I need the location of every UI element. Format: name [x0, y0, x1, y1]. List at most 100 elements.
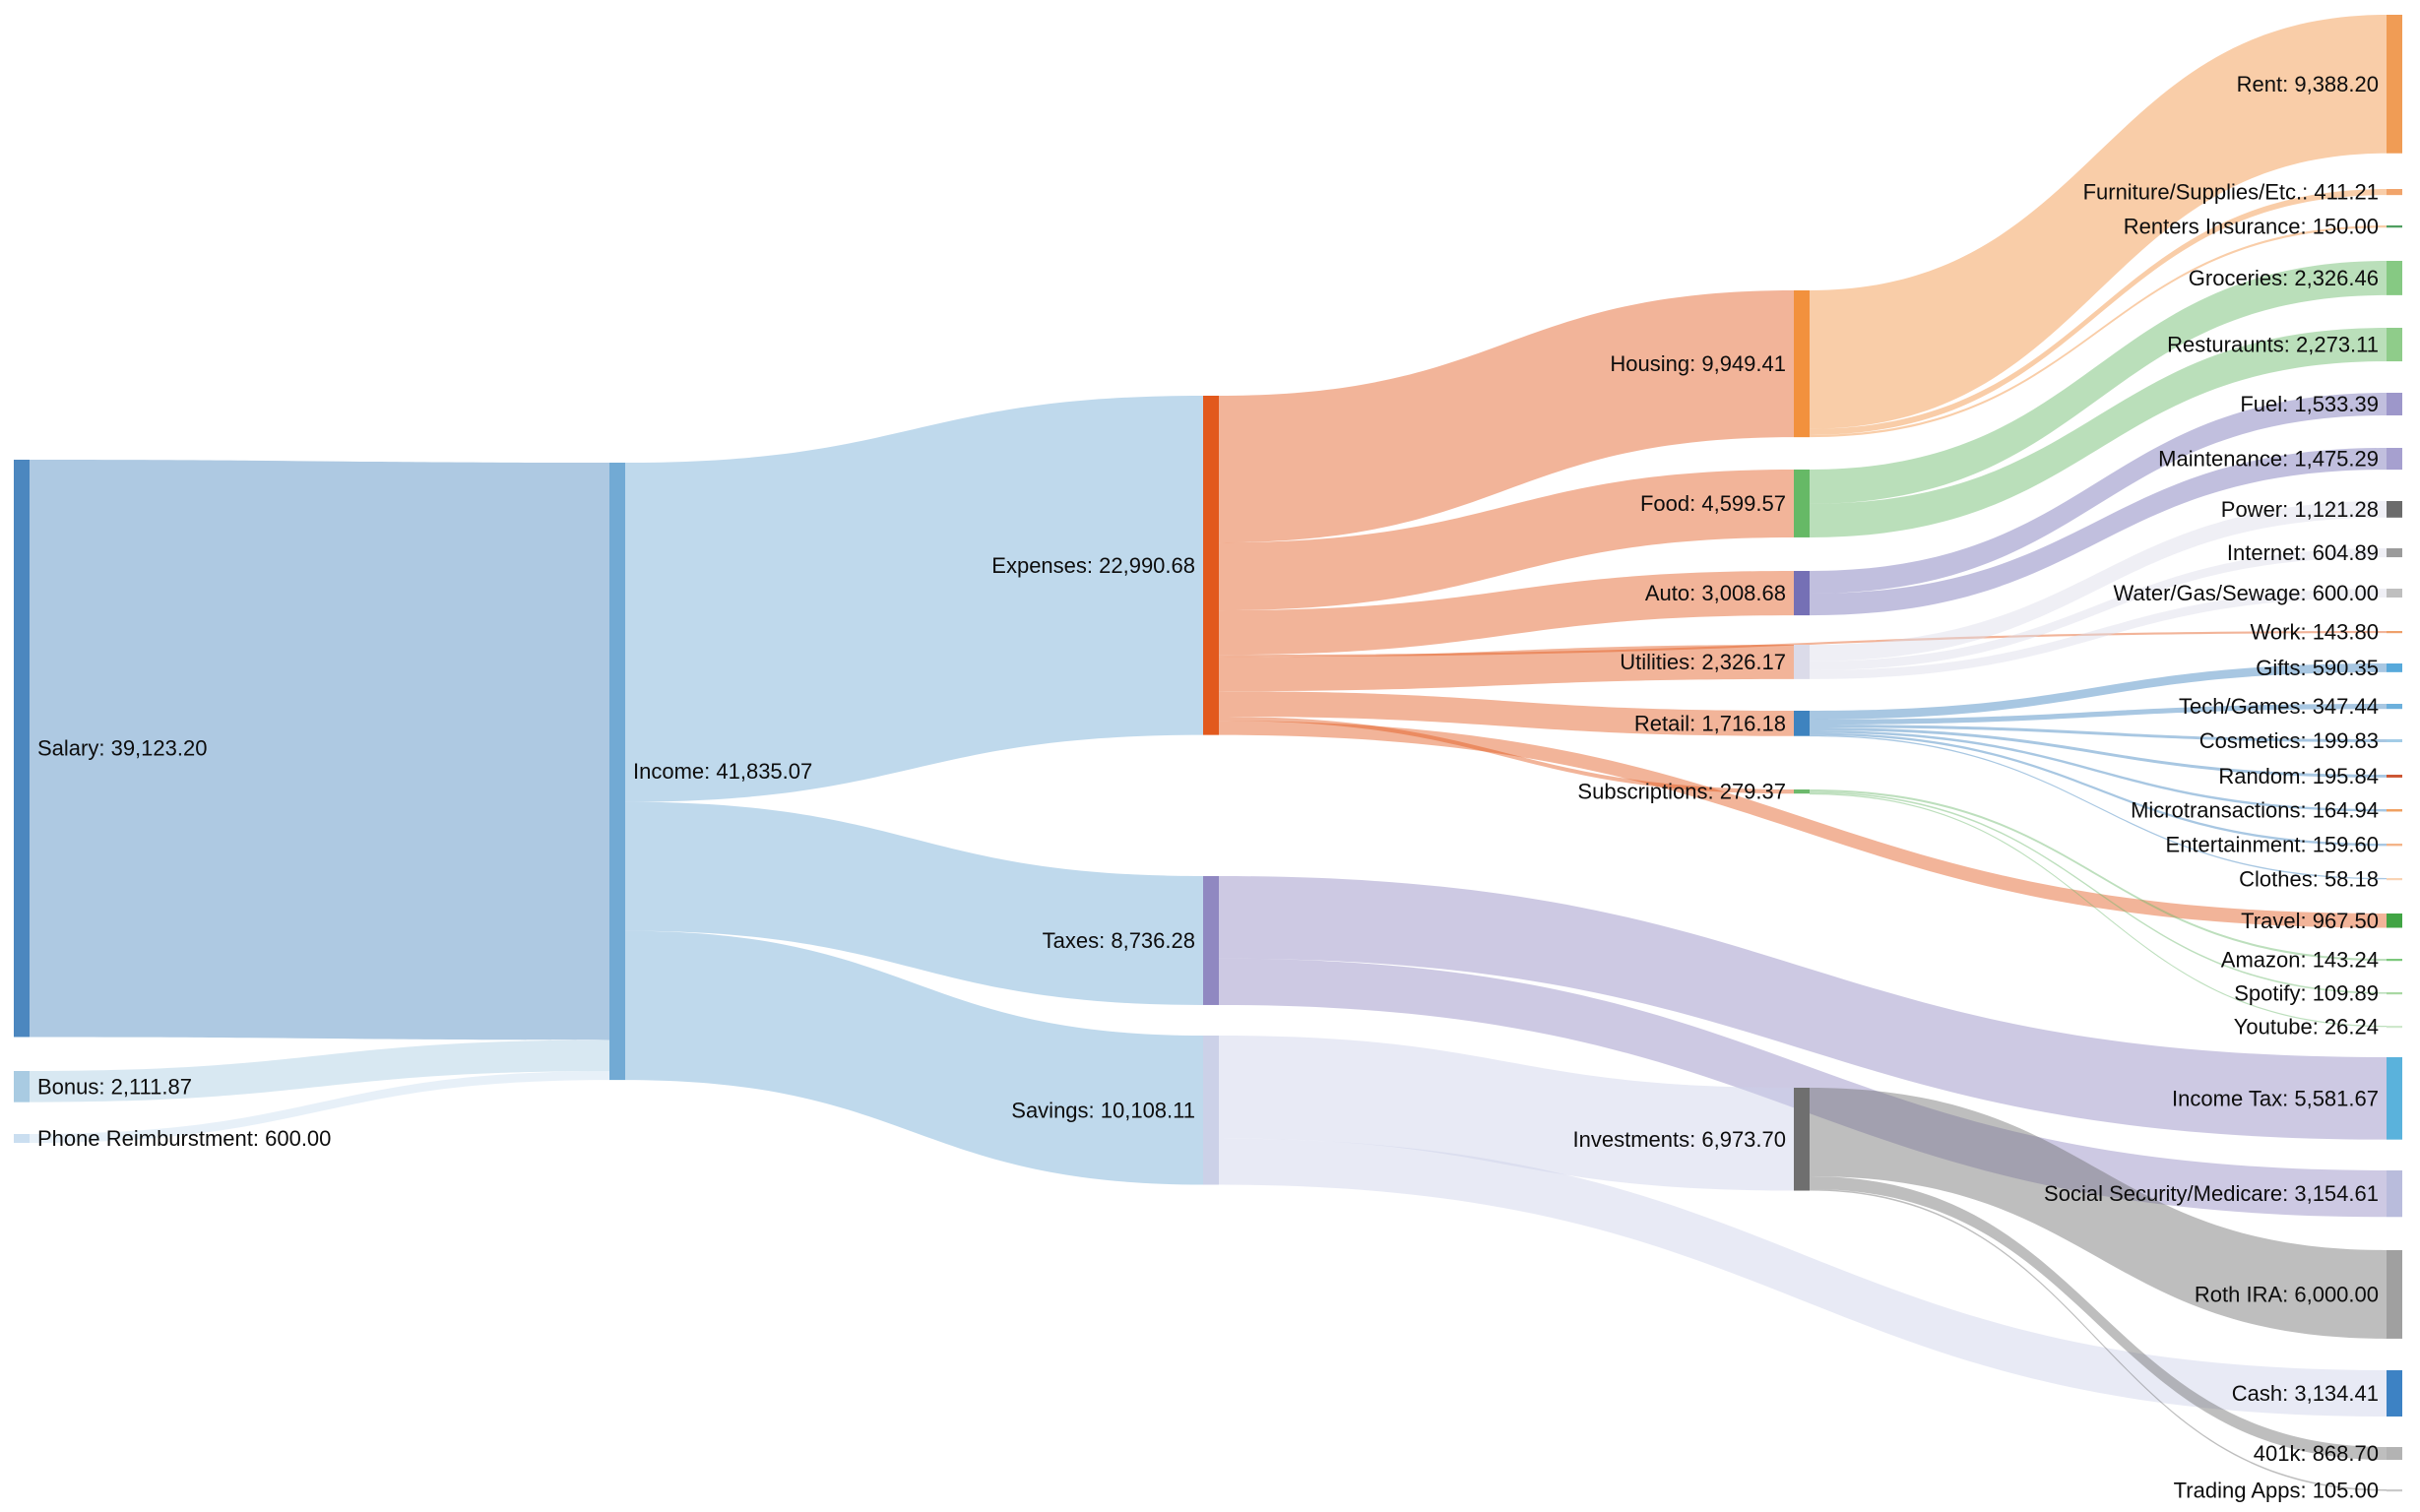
node-entertainment[interactable]: [2387, 844, 2402, 847]
node-travel[interactable]: [2387, 914, 2402, 928]
node-amazon[interactable]: [2387, 959, 2402, 962]
node-subscriptions[interactable]: [1794, 789, 1810, 794]
node-label-microtransactions: Microtransactions: 164.94: [2131, 798, 2379, 823]
link-retail-microtransactions[interactable]: [1810, 729, 2387, 812]
node-savings[interactable]: [1203, 1036, 1219, 1185]
node-cosmetics[interactable]: [2387, 739, 2402, 742]
node-microtransactions[interactable]: [2387, 809, 2402, 812]
node-roth-ira[interactable]: [2387, 1250, 2402, 1339]
link-bonus-income[interactable]: [30, 1040, 609, 1102]
link-housing-rent[interactable]: [1810, 15, 2387, 429]
sankey-links: [30, 15, 2387, 1491]
link-housing-renters-insurance[interactable]: [1810, 225, 2387, 438]
node-label-random: Random: 195.84: [2218, 764, 2379, 788]
link-expenses-subscriptions[interactable]: [1219, 716, 1794, 794]
link-expenses-utilities[interactable]: [1219, 645, 1794, 692]
link-utilities-power[interactable]: [1810, 501, 2387, 662]
link-retail-clothes[interactable]: [1810, 734, 2387, 880]
node-retail[interactable]: [1794, 711, 1810, 736]
link-income-savings[interactable]: [625, 930, 1203, 1185]
link-income-taxes[interactable]: [625, 801, 1203, 1005]
link-food-groceries[interactable]: [1810, 261, 2387, 504]
node-phone[interactable]: [14, 1134, 30, 1143]
node-housing[interactable]: [1794, 290, 1810, 438]
node-income[interactable]: [609, 463, 625, 1081]
node-internet[interactable]: [2387, 548, 2402, 558]
node-cash[interactable]: [2387, 1370, 2402, 1417]
node-spotify[interactable]: [2387, 992, 2402, 995]
node-food[interactable]: [1794, 470, 1810, 537]
node-auto[interactable]: [1794, 571, 1810, 616]
node-income-tax[interactable]: [2387, 1057, 2402, 1140]
node-work[interactable]: [2387, 631, 2402, 634]
link-expenses-food[interactable]: [1219, 470, 1794, 611]
link-expenses-housing[interactable]: [1219, 290, 1794, 543]
link-income-expenses[interactable]: [625, 396, 1203, 802]
node-social-security[interactable]: [2387, 1170, 2402, 1218]
link-utilities-water-gas-sewage[interactable]: [1810, 589, 2387, 679]
node-gifts[interactable]: [2387, 663, 2402, 672]
node-label-amazon: Amazon: 143.24: [2221, 948, 2379, 973]
link-food-resturaunts[interactable]: [1810, 328, 2387, 537]
link-savings-cash[interactable]: [1219, 1138, 2387, 1417]
node-furniture[interactable]: [2387, 189, 2402, 196]
node-utilities[interactable]: [1794, 645, 1810, 679]
link-salary-income[interactable]: [30, 460, 609, 1040]
node-maintenance[interactable]: [2387, 448, 2402, 471]
node-power[interactable]: [2387, 501, 2402, 518]
node-label-water-gas-sewage: Water/Gas/Sewage: 600.00: [2114, 581, 2379, 605]
node-investments[interactable]: [1794, 1088, 1810, 1191]
node-youtube[interactable]: [2387, 1026, 2402, 1029]
link-retail-entertainment[interactable]: [1810, 732, 2387, 847]
node-label-income: Income: 41,835.07: [633, 759, 812, 784]
node-label-resturaunts: Resturaunts: 2,273.11: [2167, 333, 2379, 357]
node-fuel[interactable]: [2387, 393, 2402, 415]
link-phone-income[interactable]: [30, 1071, 609, 1143]
link-expenses-retail[interactable]: [1219, 691, 1794, 736]
node-tech-games[interactable]: [2387, 704, 2402, 710]
node-label-clothes: Clothes: 58.18: [2239, 867, 2379, 892]
link-investments-trading-apps[interactable]: [1810, 1188, 2387, 1491]
node-taxes[interactable]: [1203, 876, 1219, 1005]
node-label-work: Work: 143.80: [2251, 620, 2379, 645]
link-expenses-auto[interactable]: [1219, 571, 1794, 656]
link-retail-tech-games[interactable]: [1810, 704, 2387, 725]
node-label-auto: Auto: 3,008.68: [1645, 581, 1786, 605]
link-housing-furniture[interactable]: [1810, 189, 2387, 435]
link-expenses-travel[interactable]: [1219, 721, 2387, 928]
link-subscriptions-amazon[interactable]: [1810, 789, 2387, 962]
link-investments-401k[interactable]: [1810, 1175, 2387, 1461]
link-auto-fuel[interactable]: [1810, 393, 2387, 594]
node-label-savings: Savings: 10,108.11: [1011, 1098, 1195, 1122]
link-savings-investments[interactable]: [1219, 1036, 1794, 1191]
node-rent[interactable]: [2387, 15, 2402, 154]
link-retail-random[interactable]: [1810, 727, 2387, 778]
node-401k[interactable]: [2387, 1447, 2402, 1461]
node-resturaunts[interactable]: [2387, 328, 2402, 362]
link-retail-cosmetics[interactable]: [1810, 724, 2387, 742]
link-retail-gifts[interactable]: [1810, 663, 2387, 720]
node-label-phone: Phone Reimburstment: 600.00: [37, 1126, 331, 1151]
node-expenses[interactable]: [1203, 396, 1219, 735]
link-taxes-social-security[interactable]: [1219, 958, 2387, 1218]
node-water-gas-sewage[interactable]: [2387, 589, 2402, 598]
link-taxes-income-tax[interactable]: [1219, 876, 2387, 1140]
node-label-401k: 401k: 868.70: [2254, 1441, 2379, 1466]
link-subscriptions-spotify[interactable]: [1810, 791, 2387, 994]
node-salary[interactable]: [14, 460, 30, 1038]
link-subscriptions-youtube[interactable]: [1810, 792, 2387, 1028]
node-trading-apps[interactable]: [2387, 1489, 2402, 1492]
node-label-entertainment: Entertainment: 159.60: [2166, 833, 2379, 857]
node-renters-insurance[interactable]: [2387, 225, 2402, 228]
node-label-gifts: Gifts: 590.35: [2256, 656, 2379, 680]
node-random[interactable]: [2387, 775, 2402, 778]
link-auto-maintenance[interactable]: [1810, 448, 2387, 616]
node-bonus[interactable]: [14, 1071, 30, 1102]
link-investments-roth-ira[interactable]: [1810, 1088, 2387, 1339]
node-clothes[interactable]: [2387, 878, 2402, 881]
link-utilities-internet[interactable]: [1810, 548, 2387, 670]
node-groceries[interactable]: [2387, 261, 2402, 295]
link-expenses-work[interactable]: [1219, 631, 2387, 658]
node-label-cash: Cash: 3,134.41: [2232, 1381, 2379, 1406]
